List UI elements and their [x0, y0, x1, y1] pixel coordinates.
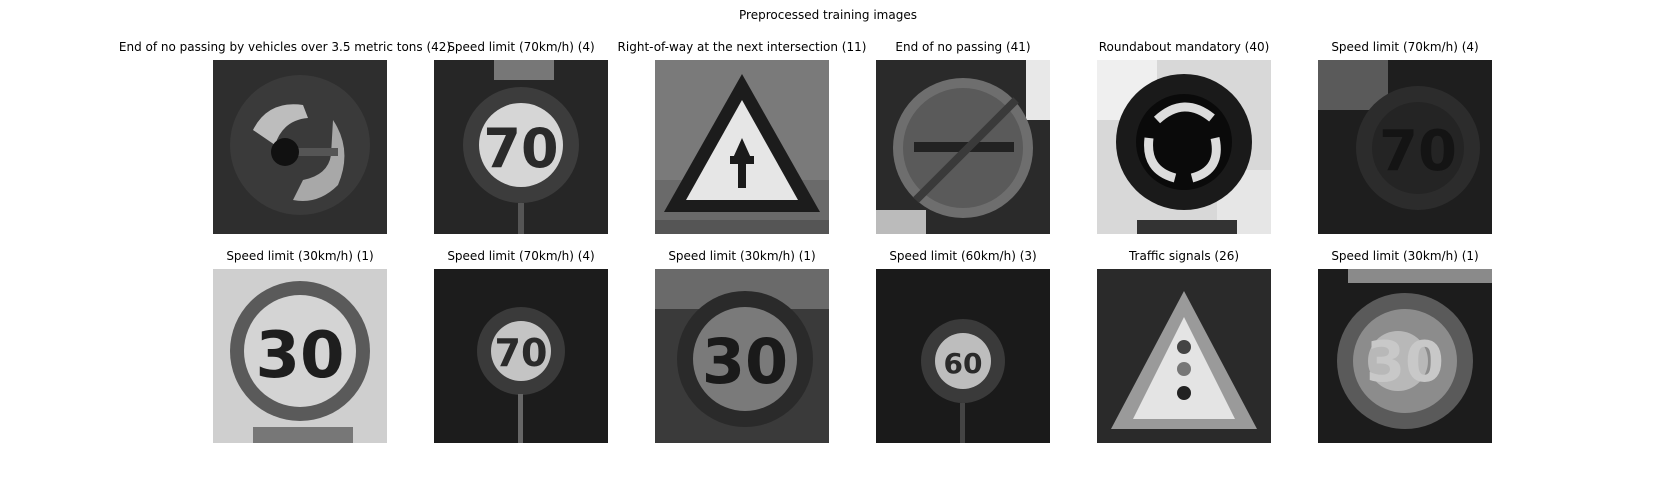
sign-image-6: 30	[213, 269, 387, 443]
sign-image-7: 70	[434, 269, 608, 443]
svg-text:70: 70	[495, 331, 548, 375]
image-caption: End of no passing by vehicles over 3.5 m…	[118, 40, 452, 54]
sign-image-0	[213, 60, 387, 234]
sign-image-4	[1097, 60, 1271, 234]
svg-text:30: 30	[1366, 330, 1444, 395]
sign-image-2	[655, 60, 829, 234]
image-caption: Speed limit (30km/h) (1)	[668, 249, 816, 263]
image-caption: End of no passing (41)	[895, 40, 1031, 54]
image-caption: Speed limit (30km/h) (1)	[1331, 249, 1479, 263]
sign-image-3	[876, 60, 1050, 234]
sign-image-1: 70	[434, 60, 608, 234]
image-caption: Speed limit (70km/h) (4)	[447, 40, 595, 54]
image-caption: Right-of-way at the next intersection (1…	[617, 40, 867, 54]
sign-image-8: 30	[655, 269, 829, 443]
image-caption: Speed limit (70km/h) (4)	[447, 249, 595, 263]
svg-text:70: 70	[1379, 119, 1457, 184]
sign-image-10	[1097, 269, 1271, 443]
image-caption: Speed limit (70km/h) (4)	[1331, 40, 1479, 54]
image-caption: Speed limit (60km/h) (3)	[889, 249, 1037, 263]
svg-text:30: 30	[255, 319, 344, 393]
image-caption: Speed limit (30km/h) (1)	[226, 249, 374, 263]
sign-image-5: 70	[1318, 60, 1492, 234]
svg-text:70: 70	[483, 117, 558, 180]
svg-text:60: 60	[944, 347, 983, 380]
sign-image-9: 60	[876, 269, 1050, 443]
image-caption: Roundabout mandatory (40)	[1098, 40, 1270, 54]
sign-image-11: 30	[1318, 269, 1492, 443]
figure-title: Preprocessed training images	[739, 8, 917, 22]
image-caption: Traffic signals (26)	[1128, 249, 1240, 263]
svg-text:30: 30	[702, 325, 788, 398]
